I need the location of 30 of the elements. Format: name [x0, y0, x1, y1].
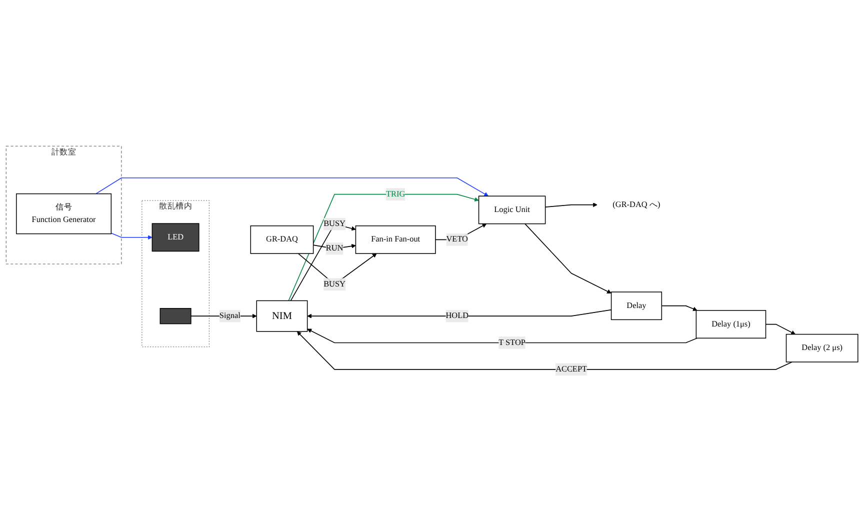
edge-label: VETO — [446, 234, 468, 244]
arrow — [661, 305, 698, 311]
arrow — [288, 194, 479, 301]
edge-label: BUSY — [324, 219, 346, 228]
edge-label: HOLD — [446, 311, 469, 320]
node-box: GR-DAQ — [250, 225, 314, 254]
edge-label: T STOP — [498, 338, 526, 347]
node-box: LED — [152, 222, 200, 252]
arrow — [544, 202, 598, 208]
arrow — [95, 177, 489, 196]
node-bar — [160, 308, 192, 324]
arrow — [296, 330, 792, 370]
node-box: NIM — [256, 300, 308, 332]
node-text: (GR-DAQ へ) — [612, 200, 660, 209]
node-box: Logic Unit — [478, 195, 546, 224]
arrow — [765, 324, 796, 334]
node-box: 信号 Function Generator — [16, 193, 112, 234]
arrow — [307, 309, 612, 318]
edge-label: TRIG — [386, 189, 406, 198]
edge-label: ACCEPT — [556, 364, 588, 374]
arrow — [110, 232, 152, 240]
arrow — [524, 223, 612, 294]
edge-label: RUN — [326, 244, 344, 252]
edge-label: Signal — [219, 311, 240, 320]
node-box: Delay (2 μs) — [786, 334, 858, 362]
node-box: Fan-in Fan-out — [355, 225, 436, 254]
edge-label: BUSY — [324, 279, 346, 288]
node-box: Delay — [610, 291, 662, 320]
arrow — [307, 328, 698, 343]
node-box: Delay (1μs) — [696, 310, 766, 338]
